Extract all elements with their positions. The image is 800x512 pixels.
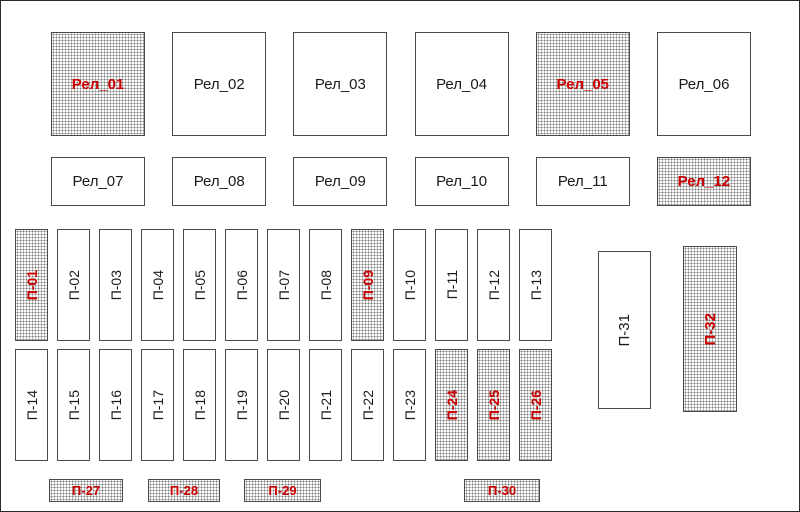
cell-П-09: П-09 [351,229,384,341]
cell-П-20: П-20 [267,349,300,461]
cell-П-12: П-12 [477,229,510,341]
cell-П-29: П-29 [244,479,321,502]
cell-П-13: П-13 [519,229,552,341]
fuse-row-upper: П-01 П-02 П-03 П-04 П-05 П-06 П-07 П-08 П-09 П-10… [15,229,552,341]
cell-П-19: П-19 [225,349,258,461]
cell-П-14: П-14 [15,349,48,461]
cell-П-10: П-10 [393,229,426,341]
fuse-row-lower: П-14 П-15 П-16 П-17 П-18 П-19 П-20 П-21 П-22 П-23… [15,349,552,461]
cell-Рел_11: Рел_11 [535,157,630,206]
relay-row-small: Рел_07 Рел_08 Рел_09 Рел_10 Рел_11 Рел_12 [51,157,751,206]
cell-Рел_09: Рел_09 [293,157,388,206]
cell-Рел_06: Рел_06 [656,32,751,136]
cell-label: Рел_08 [193,173,245,190]
cell-Рел_12: Рел_12 [656,157,751,206]
cell-Рел_02: Рел_02 [172,32,267,136]
cell-П-27: П-27 [49,479,123,502]
cell-label: Рел_11 [557,173,608,190]
cell-label: П-28 [169,483,199,498]
cell-label: Рел_07 [72,173,124,190]
cell-П-17: П-17 [141,349,174,461]
cell-П-22: П-22 [351,349,384,461]
cell-П-03: П-03 [99,229,132,341]
cell-П-15: П-15 [57,349,90,461]
cell-П-26: П-26 [519,349,552,461]
cell-П-06: П-06 [225,229,258,341]
cell-label: Рел_02 [193,75,245,93]
cell-П-11: П-11 [435,229,468,341]
cell-Рел_07: Рел_07 [51,157,145,206]
cell-П-08: П-08 [309,229,342,341]
cell-П-25: П-25 [477,349,510,461]
cell-label: Рел_09 [314,173,366,190]
cell-label: Рел_05 [556,75,610,93]
cell-label: Рел_06 [678,75,730,93]
cell-label: П-27 [71,483,101,498]
cell-Рел_05: Рел_05 [535,32,630,136]
cell-label: П-29 [268,483,297,498]
cell-П-23: П-23 [393,349,426,461]
cell-П-24: П-24 [435,349,468,461]
cell-П-07: П-07 [267,229,300,341]
cell-П-01: П-01 [15,229,48,341]
cell-П-16: П-16 [99,349,132,461]
cell-Рел_04: Рел_04 [414,32,509,136]
cell-label: Рел_10 [436,173,488,190]
cell-Рел_10: Рел_10 [414,157,509,206]
relay-row-large: Рел_01 Рел_02 Рел_03 Рел_04 Рел_05 Рел_06 [51,32,751,136]
cell-П-04: П-04 [141,229,174,341]
cell-Рел_08: Рел_08 [172,157,267,206]
cell-Рел_03: Рел_03 [293,32,388,136]
cell-П-21: П-21 [309,349,342,461]
cell-П-32: П-32 [683,246,737,412]
cell-П-31: П-31 [598,251,651,409]
cell-label: Рел_01 [71,75,125,93]
cell-П-30: П-30 [464,479,540,502]
cell-label: Рел_03 [314,75,366,93]
cell-П-18: П-18 [183,349,216,461]
cell-П-02: П-02 [57,229,90,341]
cell-label: Рел_12 [677,173,731,190]
cell-П-28: П-28 [148,479,220,502]
cell-label: П-30 [487,483,517,498]
cell-П-05: П-05 [183,229,216,341]
cell-Рел_01: Рел_01 [51,32,145,136]
cell-label: Рел_04 [436,75,488,93]
